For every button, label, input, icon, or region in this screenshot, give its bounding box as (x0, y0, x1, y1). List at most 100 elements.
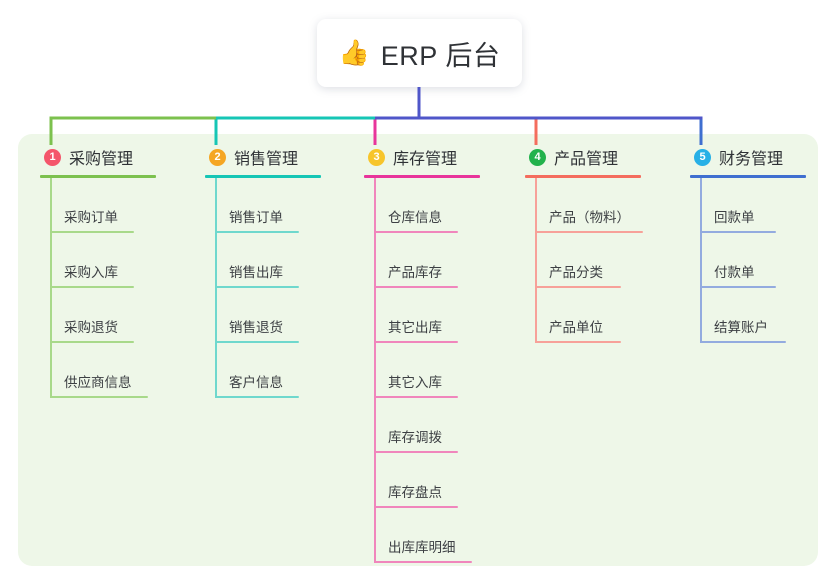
item-connector-stem (374, 453, 376, 508)
branch-item[interactable]: 销售订单 (205, 178, 321, 233)
branch-item-list: 仓库信息产品库存其它出库其它入库库存调拨库存盘点出库库明细 (364, 178, 480, 563)
branch-number-badge: 5 (694, 148, 711, 166)
branch-number-badge: 4 (529, 148, 546, 166)
branch-item-label: 销售出库 (229, 265, 283, 280)
branch-item-label: 采购入库 (64, 265, 118, 280)
root-node-card[interactable]: 👍 ERP 后台 (317, 19, 522, 87)
branch-item[interactable]: 产品单位 (525, 288, 641, 343)
item-connector-stem (700, 288, 702, 343)
branch-header-5[interactable]: 5 财务管理 (690, 145, 806, 169)
branch-title: 销售管理 (234, 151, 299, 168)
branch-column-1: 1 采购管理采购订单采购入库采购退货供应商信息 (40, 145, 156, 398)
branch-item-label: 付款单 (714, 265, 755, 280)
branch-item-rule (535, 341, 621, 343)
branch-title: 财务管理 (719, 151, 784, 168)
branch-item-rule (535, 231, 643, 233)
branch-column-5: 5 财务管理回款单付款单结算账户 (690, 145, 806, 343)
branch-item-label: 出库库明细 (388, 540, 456, 555)
branch-header-1[interactable]: 1 采购管理 (40, 145, 156, 169)
branch-item-label: 销售订单 (229, 210, 283, 225)
item-connector-stem (535, 233, 537, 288)
thumbs-up-icon: 👍 (338, 38, 370, 67)
item-connector-stem (215, 343, 217, 398)
branch-item[interactable]: 采购订单 (40, 178, 156, 233)
branch-item[interactable]: 其它入库 (364, 343, 480, 398)
branch-item-rule (374, 286, 458, 288)
branch-item-label: 销售退货 (229, 320, 283, 335)
branch-item[interactable]: 结算账户 (690, 288, 806, 343)
branch-item-label: 库存调拨 (388, 430, 442, 445)
branch-item[interactable]: 采购退货 (40, 288, 156, 343)
branch-item[interactable]: 供应商信息 (40, 343, 156, 398)
item-connector-stem (50, 288, 52, 343)
branch-item-label: 客户信息 (229, 375, 283, 390)
branch-item[interactable]: 销售退货 (205, 288, 321, 343)
branch-item[interactable]: 库存调拨 (364, 398, 480, 453)
branch-item-list: 产品（物料）产品分类产品单位 (525, 178, 643, 343)
branch-item-label: 产品单位 (549, 320, 603, 335)
branch-item-label: 其它入库 (388, 375, 442, 390)
branch-item-label: 结算账户 (714, 320, 768, 335)
item-connector-stem (700, 233, 702, 288)
branch-item[interactable]: 产品（物料） (525, 178, 643, 233)
item-connector-stem (50, 343, 52, 398)
branch-item-rule (50, 231, 134, 233)
branch-item-rule (374, 506, 458, 508)
branch-item-rule (700, 341, 786, 343)
branch-item-rule (374, 451, 458, 453)
item-connector-stem (215, 288, 217, 343)
branch-item-label: 库存盘点 (388, 485, 442, 500)
item-connector-stem (374, 398, 376, 453)
branch-item[interactable]: 产品库存 (364, 233, 480, 288)
branch-column-4: 4 产品管理产品（物料）产品分类产品单位 (525, 145, 643, 343)
branch-item[interactable]: 出库库明细 (364, 508, 480, 563)
branch-item-rule (700, 286, 776, 288)
item-connector-stem (535, 288, 537, 343)
item-connector-stem (700, 178, 702, 233)
root-node-title: ERP 后台 (380, 40, 501, 71)
item-connector-stem (374, 288, 376, 343)
item-connector-stem (374, 233, 376, 288)
branch-item[interactable]: 其它出库 (364, 288, 480, 343)
branch-item-list: 回款单付款单结算账户 (690, 178, 806, 343)
branch-number-badge: 1 (44, 148, 61, 166)
item-connector-stem (374, 508, 376, 563)
branch-item-label: 其它出库 (388, 320, 442, 335)
branch-item-label: 仓库信息 (388, 210, 442, 225)
branch-item[interactable]: 仓库信息 (364, 178, 480, 233)
branch-header-rule (364, 175, 480, 178)
branch-item[interactable]: 采购入库 (40, 233, 156, 288)
item-connector-stem (374, 178, 376, 233)
branch-item-list: 销售订单销售出库销售退货客户信息 (205, 178, 321, 398)
branches-panel (18, 134, 818, 566)
branch-item-label: 供应商信息 (64, 375, 132, 390)
branch-item[interactable]: 付款单 (690, 233, 806, 288)
branch-item[interactable]: 产品分类 (525, 233, 641, 288)
branch-title: 产品管理 (554, 151, 619, 168)
branch-item-rule (215, 396, 299, 398)
branch-number-badge: 3 (368, 148, 385, 166)
branch-item-rule (374, 396, 458, 398)
branch-item-rule (215, 341, 299, 343)
branch-item-rule (700, 231, 776, 233)
branch-item[interactable]: 回款单 (690, 178, 806, 233)
branch-item[interactable]: 客户信息 (205, 343, 321, 398)
branch-header-rule (40, 175, 156, 178)
branch-item-label: 采购订单 (64, 210, 118, 225)
item-connector-stem (215, 178, 217, 233)
branch-header-4[interactable]: 4 产品管理 (525, 145, 641, 169)
branch-header-rule (525, 175, 641, 178)
branch-title: 采购管理 (69, 151, 134, 168)
branch-header-rule (690, 175, 806, 178)
branch-item[interactable]: 销售出库 (205, 233, 321, 288)
branch-item[interactable]: 库存盘点 (364, 453, 480, 508)
branch-item-rule (374, 341, 458, 343)
branch-header-rule (205, 175, 321, 178)
item-connector-stem (50, 178, 52, 233)
branch-item-rule (374, 231, 458, 233)
item-connector-stem (374, 343, 376, 398)
